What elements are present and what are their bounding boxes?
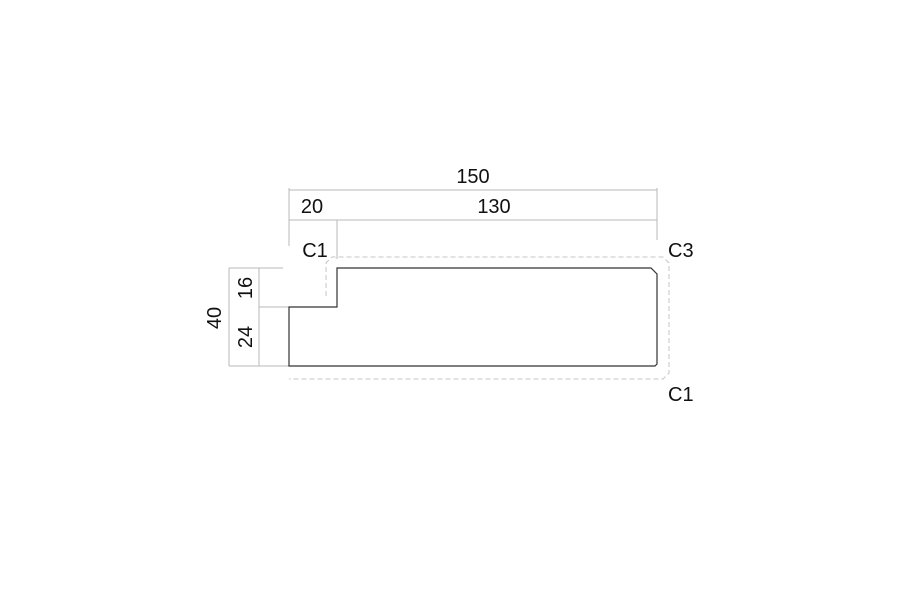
dim-label-20: 20: [301, 196, 323, 218]
chamfer-label-step: C1: [302, 240, 328, 262]
chamfer-label-top-right: C3: [668, 240, 694, 262]
dim-label-130: 130: [477, 196, 510, 218]
profile-shape: [288, 267, 658, 367]
dimension-lines: [228, 188, 658, 367]
dim-label-24: 24: [235, 326, 257, 348]
chamfer-label-bottom-right: C1: [668, 384, 694, 406]
dim-label-16: 16: [235, 277, 257, 299]
offset-outline: [289, 256, 670, 380]
dim-label-40: 40: [204, 307, 226, 329]
dim-label-150: 150: [456, 166, 489, 188]
